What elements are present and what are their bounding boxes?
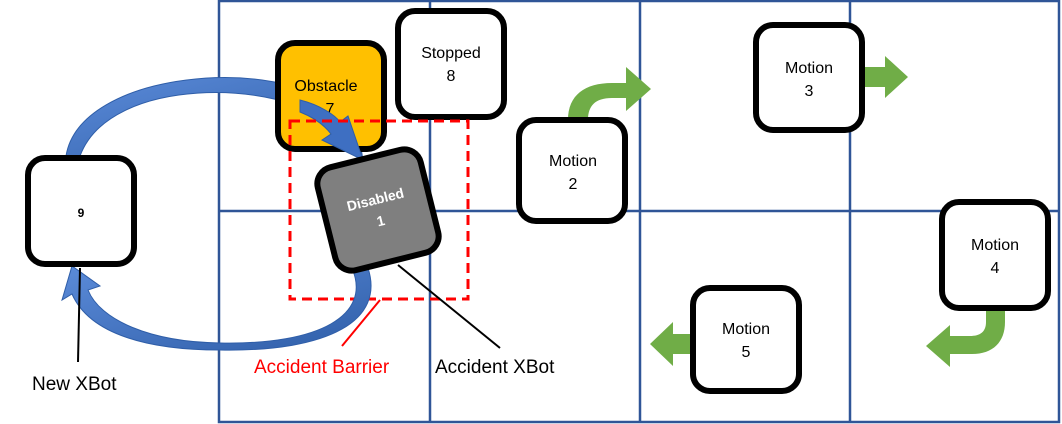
- motion-arrow-2: [568, 67, 651, 120]
- motion-arrow-4: [926, 310, 1005, 367]
- accident-barrier: [288, 119, 470, 301]
- xbot-motion-4: Motion 4: [939, 199, 1051, 311]
- loop-arrow-head: [299, 99, 364, 161]
- xbot-motion-5-title: Motion: [722, 321, 770, 338]
- xbot-motion-3: Motion 3: [753, 22, 865, 133]
- xbot-motion-4-title: Motion: [971, 237, 1019, 254]
- xbot-stopped-number: 8: [447, 68, 456, 85]
- xbot-obstacle-number: 7: [326, 101, 335, 118]
- xbot-disabled-number: 1: [375, 212, 387, 229]
- xbot-new-number: 9: [78, 206, 85, 220]
- loop-arrow-bottom: [61, 265, 372, 351]
- xbot-motion-2: Motion 2: [516, 117, 628, 224]
- xbot-motion-5: Motion 5: [690, 285, 802, 394]
- xbot-motion-3-title: Motion: [785, 60, 833, 77]
- xbot-stopped-title: Stopped: [421, 45, 481, 62]
- xbot-motion-3-number: 3: [805, 83, 814, 100]
- xbot-stopped: Stopped 8: [395, 8, 507, 120]
- xbot-new: 9: [25, 155, 137, 267]
- accident-barrier-caption: Accident Barrier: [254, 357, 390, 378]
- xbot-obstacle-title: Obstacle: [294, 78, 357, 95]
- xbot-disabled: Disabled 1: [314, 146, 442, 274]
- xbot-motion-5-number: 5: [742, 344, 751, 361]
- new-xbot-caption: New XBot: [32, 374, 117, 395]
- xbot-motion-2-number: 2: [569, 176, 578, 193]
- motion-arrow-5: [650, 322, 696, 366]
- new-xbot-callout-line: [77, 267, 81, 363]
- xbot-motion-4-number: 4: [991, 260, 1000, 277]
- accident-barrier-callout-line: [341, 299, 381, 347]
- accident-xbot-callout-line: [397, 264, 501, 349]
- motion-arrow-3: [863, 56, 908, 98]
- accident-xbot-caption: Accident XBot: [435, 357, 555, 378]
- xbot-motion-2-title: Motion: [549, 153, 597, 170]
